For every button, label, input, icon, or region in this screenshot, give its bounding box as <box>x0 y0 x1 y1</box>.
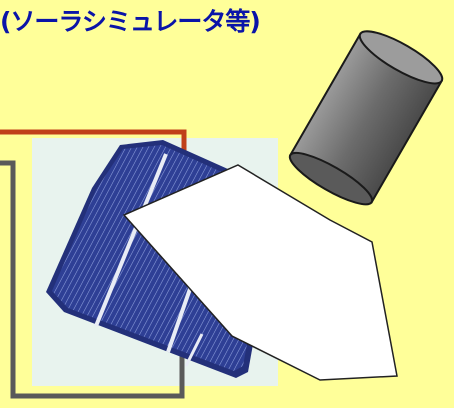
solar-simulator-lamp-icon <box>284 23 448 213</box>
